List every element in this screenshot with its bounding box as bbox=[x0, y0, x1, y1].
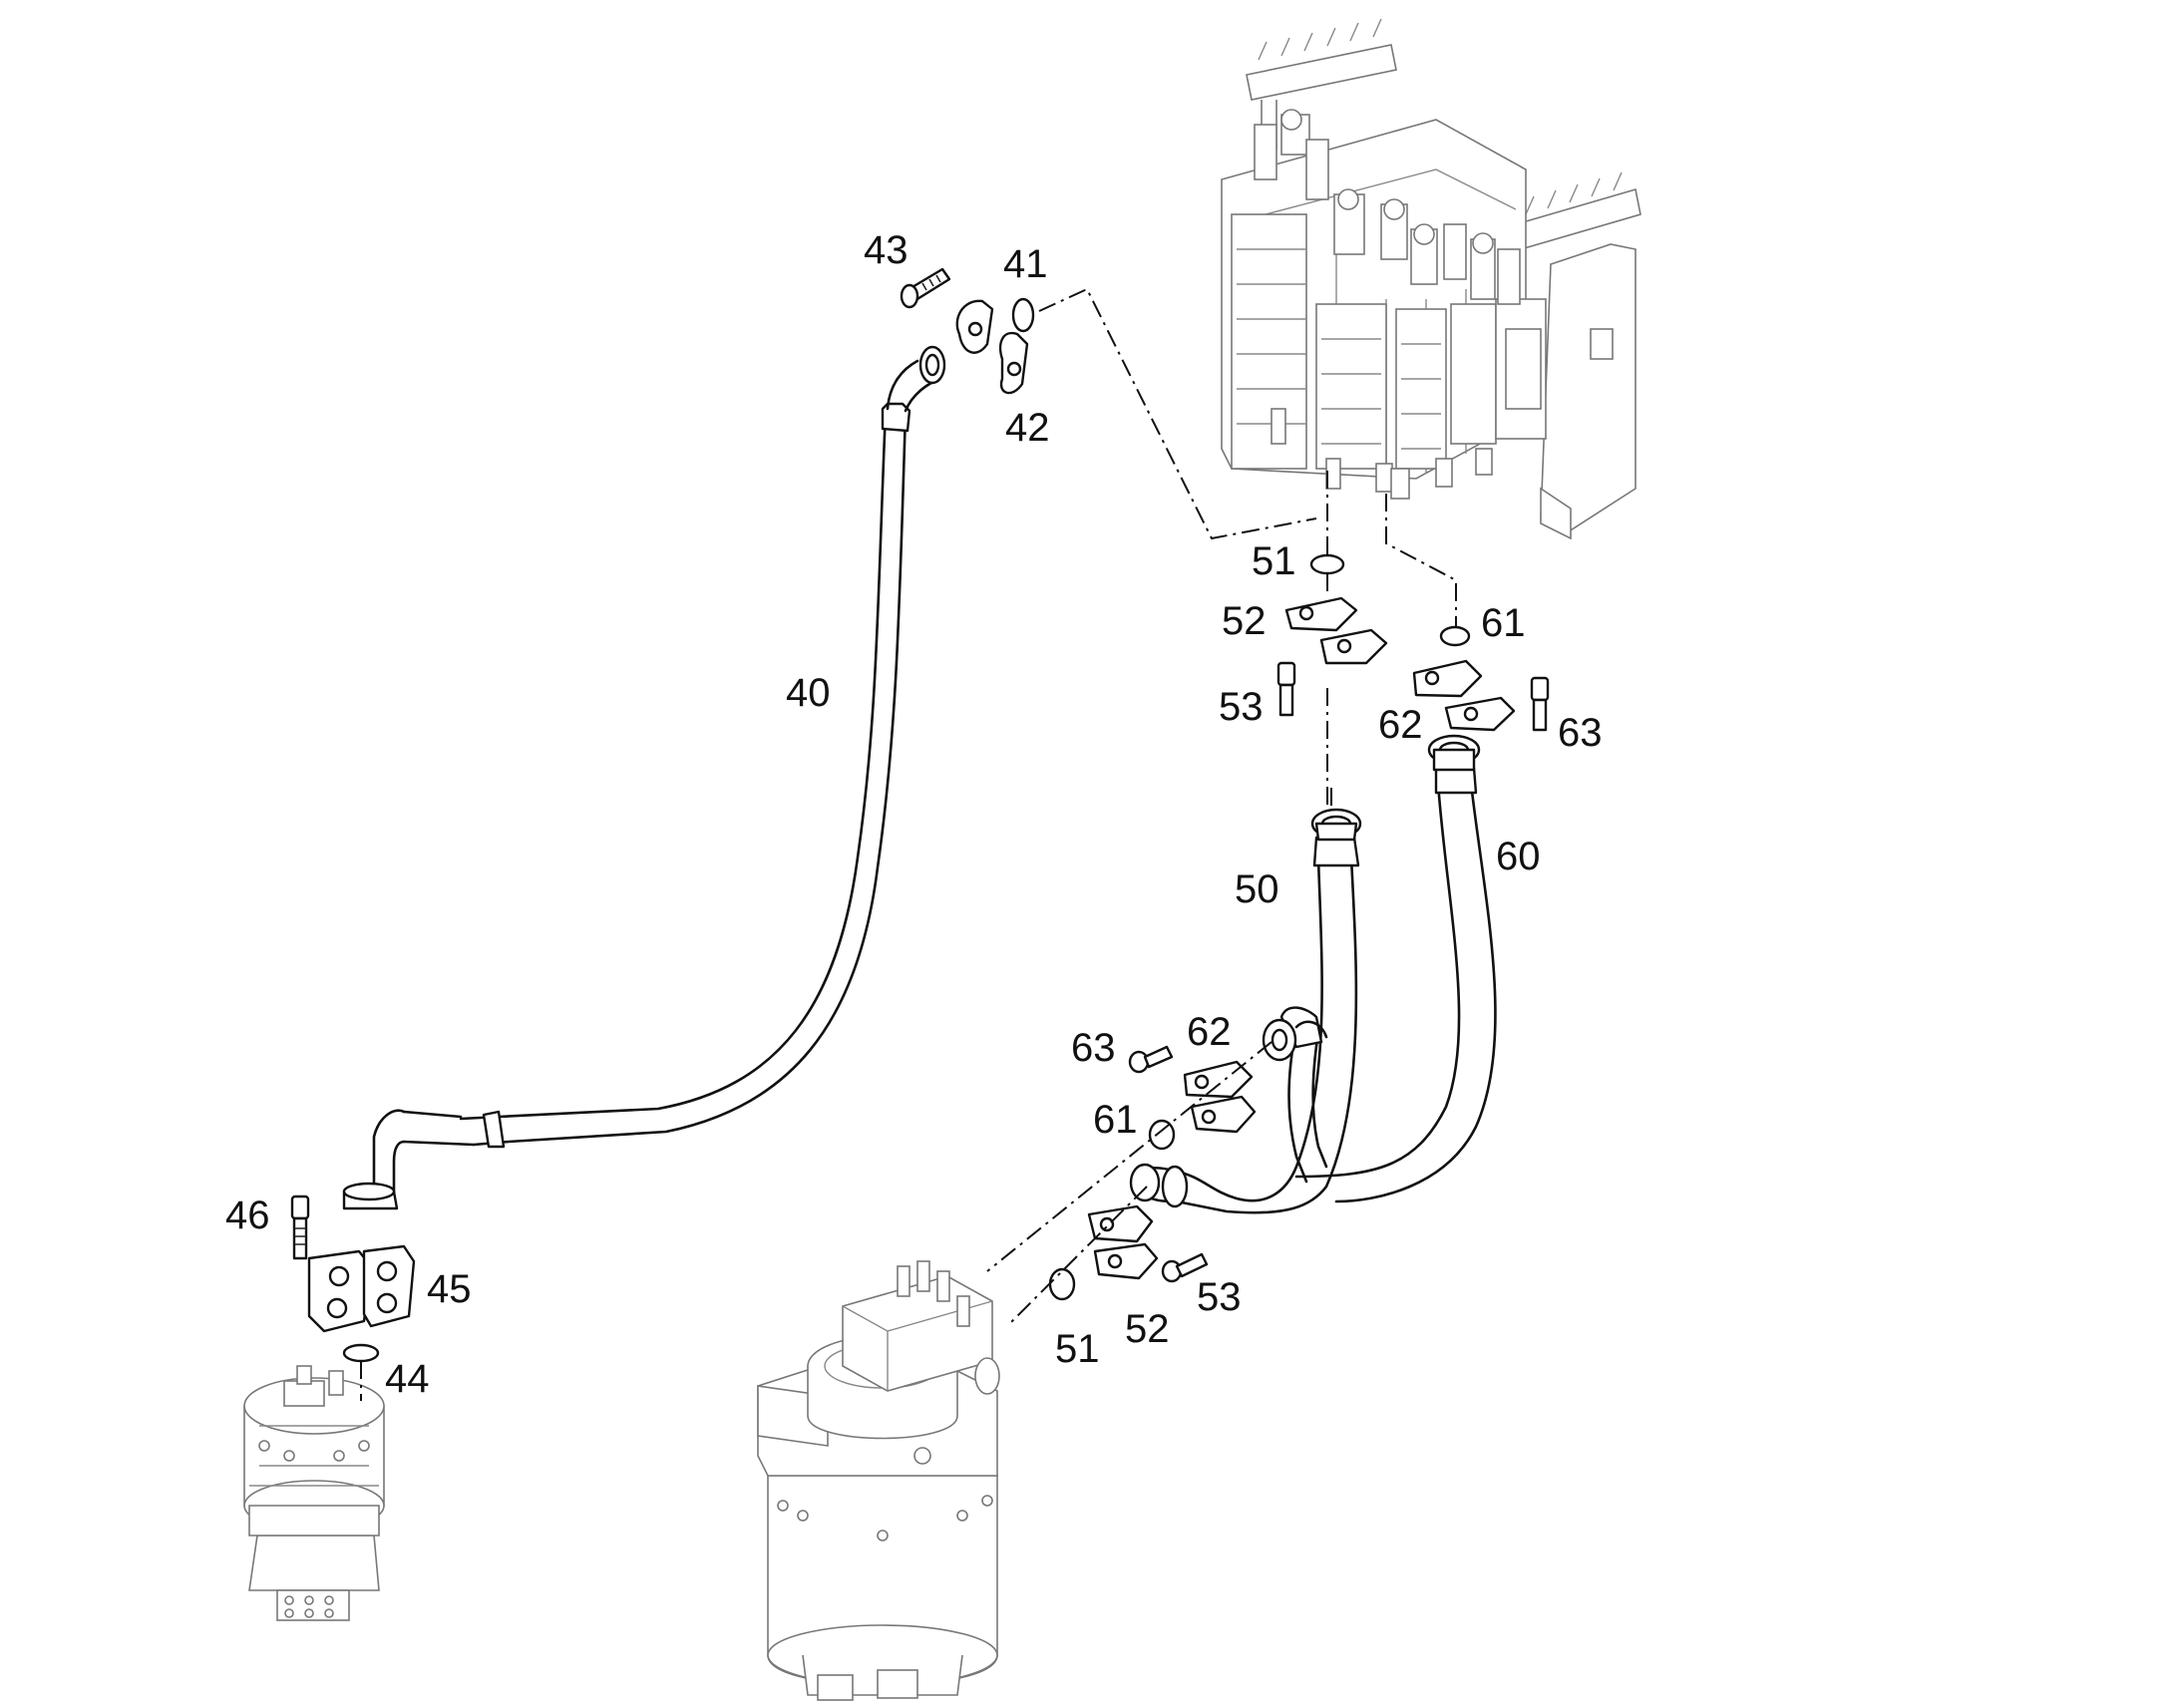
split-flange-62-upper bbox=[1412, 659, 1516, 732]
callout-52-lower: 52 bbox=[1125, 1307, 1170, 1351]
callout-62-lower: 62 bbox=[1187, 1010, 1232, 1054]
split-flange-52-lower bbox=[1087, 1204, 1159, 1280]
elbow-fitting-upper bbox=[1262, 1006, 1328, 1184]
callout-43: 43 bbox=[864, 228, 908, 272]
o-ring-41 bbox=[1011, 297, 1035, 333]
callout-63-upper: 63 bbox=[1558, 711, 1603, 755]
callout-62-upper: 62 bbox=[1378, 703, 1423, 747]
bolt-63-lower bbox=[1128, 1045, 1174, 1074]
callout-53-lower: 53 bbox=[1197, 1275, 1242, 1319]
bolt-63-upper bbox=[1530, 676, 1550, 732]
callout-51-upper: 51 bbox=[1252, 539, 1296, 583]
leader-61-lower bbox=[986, 1041, 1272, 1272]
o-ring-61-lower bbox=[1148, 1119, 1176, 1151]
callout-45: 45 bbox=[427, 1267, 472, 1311]
callout-41: 41 bbox=[1003, 242, 1048, 286]
bolt-53-lower bbox=[1161, 1252, 1209, 1283]
rotary-gearbox bbox=[757, 1260, 1000, 1701]
callout-63-lower: 63 bbox=[1071, 1026, 1116, 1070]
bolt-43 bbox=[900, 267, 951, 309]
hose-40 bbox=[342, 345, 946, 1210]
o-ring-51-upper bbox=[1309, 553, 1345, 575]
callout-40: 40 bbox=[786, 671, 831, 715]
split-flange-52-upper bbox=[1284, 596, 1388, 665]
callout-61-lower: 61 bbox=[1093, 1098, 1138, 1142]
callout-53-upper: 53 bbox=[1219, 685, 1264, 729]
callout-51-lower: 51 bbox=[1055, 1327, 1100, 1371]
callout-52-upper: 52 bbox=[1222, 599, 1267, 643]
swing-motor bbox=[243, 1365, 385, 1621]
leader-61-upper bbox=[1385, 494, 1457, 626]
o-ring-51-lower bbox=[1048, 1267, 1076, 1301]
split-flange-45 bbox=[307, 1244, 416, 1333]
hose-50 bbox=[1129, 808, 1362, 1214]
callout-50: 50 bbox=[1235, 867, 1279, 911]
leader-41 bbox=[1038, 287, 1317, 540]
bolt-46 bbox=[290, 1195, 310, 1260]
o-ring-44 bbox=[342, 1343, 380, 1363]
split-flange-62-lower bbox=[1183, 1060, 1257, 1134]
callout-61-upper: 61 bbox=[1481, 601, 1526, 645]
leader-51-upper bbox=[1326, 471, 1332, 810]
bolt-53-upper bbox=[1276, 661, 1296, 717]
o-ring-61-upper bbox=[1439, 625, 1471, 647]
callout-42: 42 bbox=[1005, 406, 1050, 450]
callout-46: 46 bbox=[225, 1194, 270, 1237]
control-valve-assembly bbox=[1221, 18, 1641, 540]
callout-60: 60 bbox=[1496, 835, 1541, 878]
split-flange-42 bbox=[955, 299, 1029, 395]
callout-44: 44 bbox=[385, 1357, 430, 1401]
hose-60 bbox=[1294, 734, 1497, 1203]
